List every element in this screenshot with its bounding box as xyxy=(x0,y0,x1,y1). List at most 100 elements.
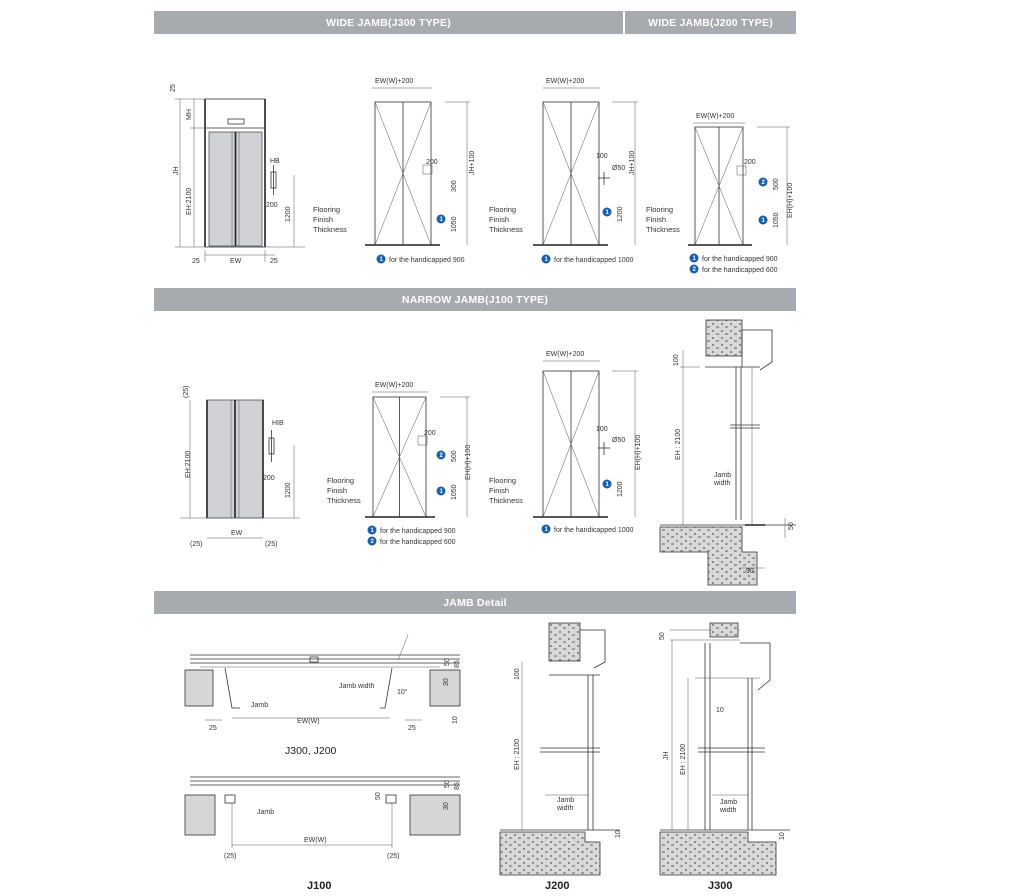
dim-50: 50 xyxy=(444,658,451,666)
label-hib: HIB xyxy=(272,420,284,427)
dim-1200: 1200 xyxy=(285,482,292,498)
flooring-2: Finish xyxy=(313,215,333,224)
dim-ewlabel: EW(W)+200 xyxy=(546,78,584,85)
badge-2-text: 2 xyxy=(371,539,375,545)
dim-eh100: EH(H)+100 xyxy=(787,183,794,218)
badge-2-text: 2 xyxy=(693,267,697,273)
dim-85: 85 xyxy=(454,660,461,668)
header-jamb-detail: JAMB Detail xyxy=(154,591,796,614)
label-jamb-width: Jamb width xyxy=(339,683,375,690)
flooring-1: Flooring xyxy=(327,476,354,485)
label-hb: HB xyxy=(270,158,280,165)
dim-jh100: JH+100 xyxy=(629,151,636,175)
dim-eh2100: EH : 2100 xyxy=(514,739,521,770)
note-handicapped-900: for the handicapped 900 xyxy=(380,528,456,535)
badge-1-text: 1 xyxy=(606,210,610,216)
dim-10: 10 xyxy=(452,716,459,724)
flooring-1: Flooring xyxy=(489,205,516,214)
dim-eh2100: EH : 2100 xyxy=(675,429,682,460)
badge-1 xyxy=(541,524,551,534)
plan-detail-j300-j200: Jamb Jamb width EW(W) 25 25 10° 30 10 50… xyxy=(184,634,461,757)
dim-10: 10 xyxy=(716,707,724,714)
label-jamb: Jamb xyxy=(257,809,274,816)
dim-25-top: 25 xyxy=(170,84,177,92)
section-detail-j300: 50 JH EH : 2100 10 Jamb width 10 J300 xyxy=(659,622,790,892)
caption-j200: J200 xyxy=(545,880,569,892)
badge-1 xyxy=(602,207,612,217)
flooring-2: Finish xyxy=(489,486,509,495)
badge-1 xyxy=(367,525,377,535)
dim-500: 500 xyxy=(451,450,458,462)
label-jamb: Jamb xyxy=(251,702,268,709)
flooring-3: Thickness xyxy=(327,496,361,505)
badge-1-text: 1 xyxy=(440,217,444,223)
dim-30: 30 xyxy=(443,678,450,686)
dim-1200: 1200 xyxy=(617,206,624,222)
badge-1 xyxy=(541,254,551,264)
dim-ew: EW xyxy=(230,258,242,265)
badge-1-text: 1 xyxy=(545,257,549,263)
dim-25-right: (25) xyxy=(387,853,399,860)
flooring-1: Flooring xyxy=(313,205,340,214)
flooring-2: Finish xyxy=(489,215,509,224)
note-handicapped-900: for the handicapped 900 xyxy=(702,256,778,263)
badge-2 xyxy=(436,450,446,460)
dim-1050: 1050 xyxy=(451,484,458,500)
flooring-2: Finish xyxy=(646,215,666,224)
header-narrow-jamb-j100: NARROW JAMB(J100 TYPE) xyxy=(154,288,796,311)
badge-1-text: 1 xyxy=(440,489,444,495)
dim-300: 300 xyxy=(451,180,458,192)
dim-200: 200 xyxy=(424,430,436,437)
badge-2 xyxy=(367,536,377,546)
dim-eh2100: EH:2100 xyxy=(186,188,193,215)
dim-1050: 1050 xyxy=(773,212,780,228)
dim-10b: 10 xyxy=(779,832,786,840)
dim-30: 30 xyxy=(443,802,450,810)
badge-2-text: 2 xyxy=(440,453,444,459)
narrow-section-detail: 100 EH : 2100 Jamb width 50 90 xyxy=(659,319,796,586)
caption-j100: J100 xyxy=(307,880,331,892)
label-width: width xyxy=(556,805,573,812)
narrow-elevation: (25) EH:2100 HIB 200 1200 EW (25) (25) xyxy=(180,386,300,548)
dim-200: 200 xyxy=(426,159,438,166)
label-jamb: Jamb xyxy=(557,797,574,804)
caption-j300-j200: J300, J200 xyxy=(285,745,337,757)
dim-10: 10 xyxy=(615,830,622,838)
wide-j200-opening: EW(W)+200 200 500 1050 EH(H)+100 2 1 Flo… xyxy=(646,113,794,274)
flooring-3: Thickness xyxy=(313,225,347,234)
dim-25-right: 25 xyxy=(408,725,416,732)
badge-1-text: 1 xyxy=(380,257,384,263)
note-handicapped-600: for the handicapped 600 xyxy=(702,267,778,274)
dim-1200: 1200 xyxy=(617,481,624,497)
header-wide-jamb-j200: WIDE JAMB(J200 TYPE) xyxy=(625,11,796,34)
dim-ewlabel: EW(W)+200 xyxy=(375,78,413,85)
badge-1-text: 1 xyxy=(606,482,610,488)
wide-j300-opening-900: EW(W)+200 200 300 1050 JH+100 1 Flooring… xyxy=(313,78,476,264)
header-wide-jamb-j300: WIDE JAMB(J300 TYPE) xyxy=(154,11,623,34)
dim-phi50: Ø50 xyxy=(612,437,625,444)
badge-2-text: 2 xyxy=(762,180,766,186)
dim-ewlabel: EW(W)+200 xyxy=(546,351,584,358)
dim-eh100: EH(H)+100 xyxy=(635,435,642,470)
dim-50: 50 xyxy=(788,522,795,530)
dim-50: 50 xyxy=(659,632,666,640)
dim-ewlabel: EW(W)+200 xyxy=(696,113,734,120)
dim-85: 85 xyxy=(454,782,461,790)
note-handicapped-1000: for the handicapped 1000 xyxy=(554,527,634,534)
dim-5050: 50 xyxy=(375,792,382,800)
note-handicapped-900: for the handicapped 900 xyxy=(389,257,465,264)
dim-100: 100 xyxy=(596,153,608,160)
dim-25-left: 25 xyxy=(209,725,217,732)
dim-jh100: JH+100 xyxy=(469,151,476,175)
dim-25-left: (25) xyxy=(190,541,202,548)
flooring-1: Flooring xyxy=(489,476,516,485)
badge-1 xyxy=(436,214,446,224)
badge-1-text: 1 xyxy=(762,218,766,224)
badge-1 xyxy=(376,254,386,264)
dim-jh: JH xyxy=(173,166,180,175)
dim-jh: JH xyxy=(663,751,670,760)
label-jamb: Jamb xyxy=(720,799,737,806)
badge-1 xyxy=(602,479,612,489)
badge-2 xyxy=(758,177,768,187)
badge-1-text: 1 xyxy=(371,528,375,534)
